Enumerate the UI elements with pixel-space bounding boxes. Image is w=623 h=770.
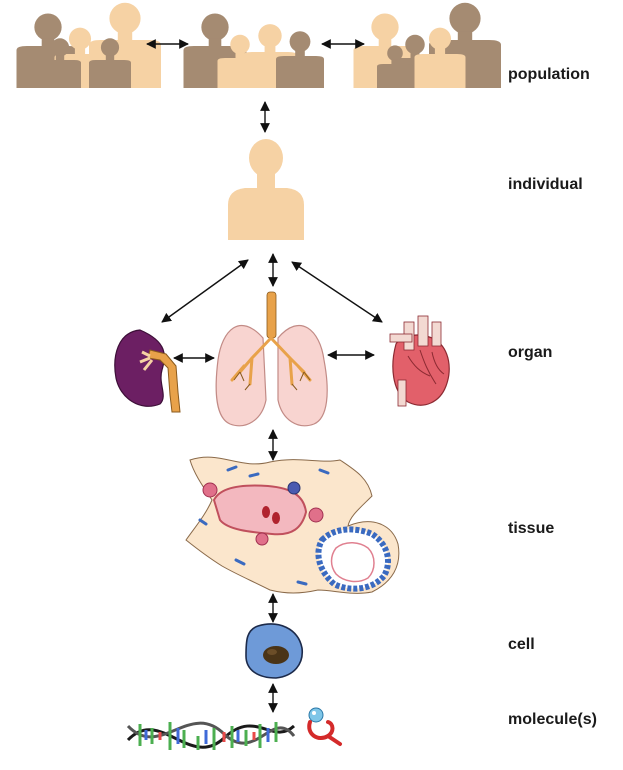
- ligand-receptor-icon: [309, 708, 340, 744]
- arrow-individual-kidney: [162, 260, 248, 322]
- tissue-icon: [186, 457, 399, 593]
- level-label-organ: organ: [508, 344, 552, 362]
- arrow-individual-heart: [292, 262, 382, 322]
- dna-icon: [128, 722, 294, 750]
- lung-icon: [216, 292, 327, 426]
- level-label-cell: cell: [508, 636, 535, 654]
- heart-icon: [390, 316, 449, 406]
- kidney-icon: [115, 330, 180, 412]
- level-label-tissue: tissue: [508, 520, 554, 538]
- level-label-population: population: [508, 66, 590, 84]
- level-label-molecule: molecule(s): [508, 711, 597, 729]
- cell-icon: [246, 624, 302, 678]
- population-icon: [17, 3, 502, 88]
- individual-icon: [228, 139, 304, 240]
- level-label-individual: individual: [508, 176, 583, 194]
